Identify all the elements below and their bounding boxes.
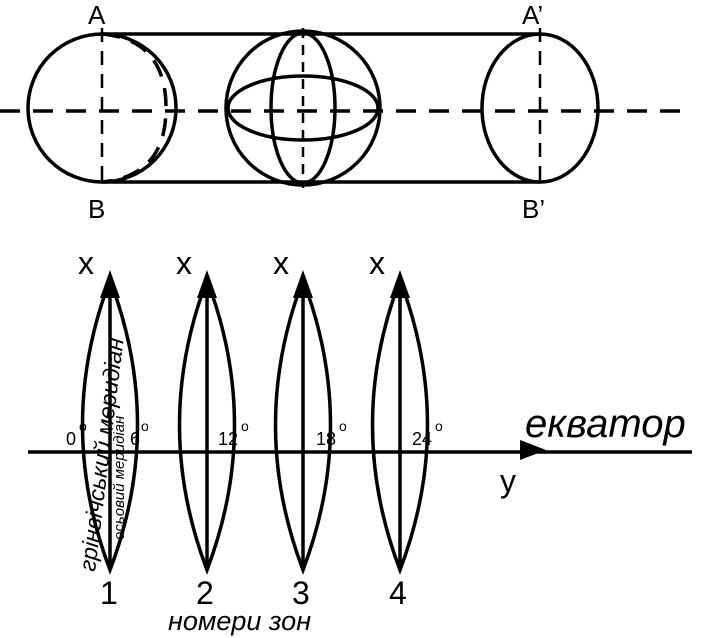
axial-meridian-label: осьовий меридіан — [111, 416, 128, 540]
longitude-12-degree: o — [241, 418, 249, 434]
zone-number-1: 1 — [100, 575, 118, 611]
zone-number-4: 4 — [389, 575, 407, 611]
longitude-6-label: 6 — [130, 429, 140, 449]
zone-3-arrow-icon — [293, 270, 313, 298]
longitude-24-label: 24 — [412, 429, 432, 449]
zone-number-2: 2 — [196, 575, 214, 611]
longitude-18-degree: o — [339, 418, 347, 434]
zone-numbers-caption: номери зон — [168, 606, 311, 636]
longitude-0-degree: o — [79, 418, 87, 434]
zone-number-3: 3 — [292, 575, 310, 611]
zone-3 — [273, 275, 333, 575]
point-b-prime-label: B’ — [522, 194, 545, 224]
y-axis-label: y — [500, 463, 516, 499]
zone-1-x-label: x — [78, 245, 94, 281]
zone-4-x-label: x — [369, 245, 385, 281]
equator-label: екватор — [525, 402, 686, 446]
equator-arrow-icon — [520, 440, 546, 460]
zone-4 — [370, 275, 430, 575]
zone-2-x-label: x — [176, 245, 192, 281]
point-b-label: B — [88, 194, 105, 224]
point-a-label: A — [88, 0, 106, 30]
zone-4-arrow-icon — [390, 270, 410, 298]
longitude-0-label: 0 — [66, 429, 76, 449]
zone-2 — [177, 275, 237, 575]
zone-1 — [80, 275, 140, 575]
zone-3-x-label: x — [273, 245, 289, 281]
cylinder-figure — [0, 28, 690, 188]
longitude-6-degree: o — [141, 418, 149, 434]
zone-2-arrow-icon — [197, 270, 217, 298]
point-a-prime-label: A’ — [522, 0, 543, 30]
left-sphere-hidden-arc — [101, 32, 168, 184]
middle-globe-meridian — [269, 31, 337, 185]
longitude-18-label: 18 — [316, 429, 336, 449]
longitude-24-degree: o — [435, 418, 443, 434]
zone-1-arrow-icon — [100, 270, 120, 298]
longitude-12-label: 12 — [218, 429, 238, 449]
